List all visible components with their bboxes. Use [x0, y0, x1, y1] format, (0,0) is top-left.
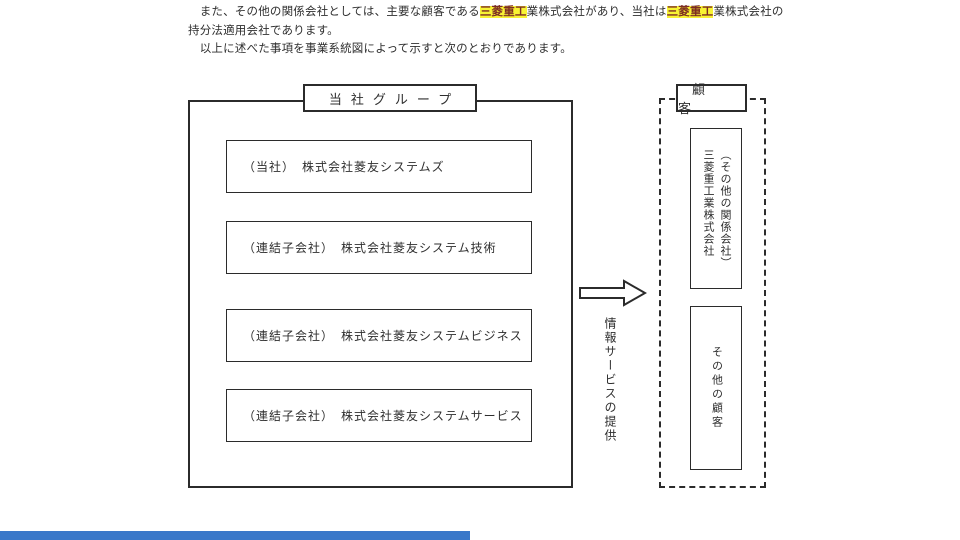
- paragraph-line: 以上に述べた事項を事業系統図によって示すと次のとおりであります。: [188, 40, 788, 59]
- paragraph-text: また、その他の関係会社としては、主要な顧客である: [188, 6, 480, 18]
- bottom-accent-bar: [0, 531, 470, 540]
- customer-box-other: その他の顧客: [690, 306, 742, 470]
- highlighted-company-name: 三菱重工: [479, 6, 527, 18]
- related-company-text: （その他の関係会社） 三菱重工業株式会社: [699, 149, 733, 269]
- customer-box-related-company: （その他の関係会社） 三菱重工業株式会社: [690, 128, 742, 289]
- company-box-subsidiary-3: （連結子会社） 株式会社菱友システムサービス: [226, 389, 532, 442]
- related-company-note: （その他の関係会社）: [719, 148, 731, 269]
- paragraph-line: また、その他の関係会社としては、主要な顧客である三菱重工業株式会社があり、当社は…: [188, 3, 788, 40]
- other-customers-label: その他の顧客: [710, 346, 723, 430]
- paragraph-text: 業株式会社の持分法適用会社であります。: [188, 6, 784, 37]
- service-flow-label: 情報サービスの提供: [603, 317, 617, 443]
- company-label: （連結子会社） 株式会社菱友システムサービス: [243, 409, 523, 423]
- group-title: 当社グループ: [303, 84, 477, 112]
- paragraph-text: 以上に述べた事項を事業系統図によって示すと次のとおりであります。: [188, 43, 572, 55]
- company-box-subsidiary-1: （連結子会社） 株式会社菱友システム技術: [226, 221, 532, 274]
- right-arrow-icon: [579, 279, 647, 307]
- company-box-parent: （当社） 株式会社菱友システムズ: [226, 140, 532, 193]
- company-label: （連結子会社） 株式会社菱友システムビジネス: [243, 329, 523, 343]
- related-company-name: 三菱重工業株式会社: [702, 148, 714, 257]
- intro-paragraph: また、その他の関係会社としては、主要な顧客である三菱重工業株式会社があり、当社は…: [188, 3, 788, 59]
- customer-title: 顧客: [676, 82, 747, 116]
- company-box-subsidiary-2: （連結子会社） 株式会社菱友システムビジネス: [226, 309, 532, 362]
- customer-title-label: 顧客: [678, 82, 720, 116]
- company-label: （連結子会社） 株式会社菱友システム技術: [243, 241, 497, 255]
- company-label: （当社） 株式会社菱友システムズ: [243, 160, 445, 174]
- group-title-label: 当社グループ: [328, 91, 461, 107]
- paragraph-text: 業株式会社があり、当社は: [526, 6, 667, 18]
- highlighted-company-name: 三菱重工: [666, 6, 714, 18]
